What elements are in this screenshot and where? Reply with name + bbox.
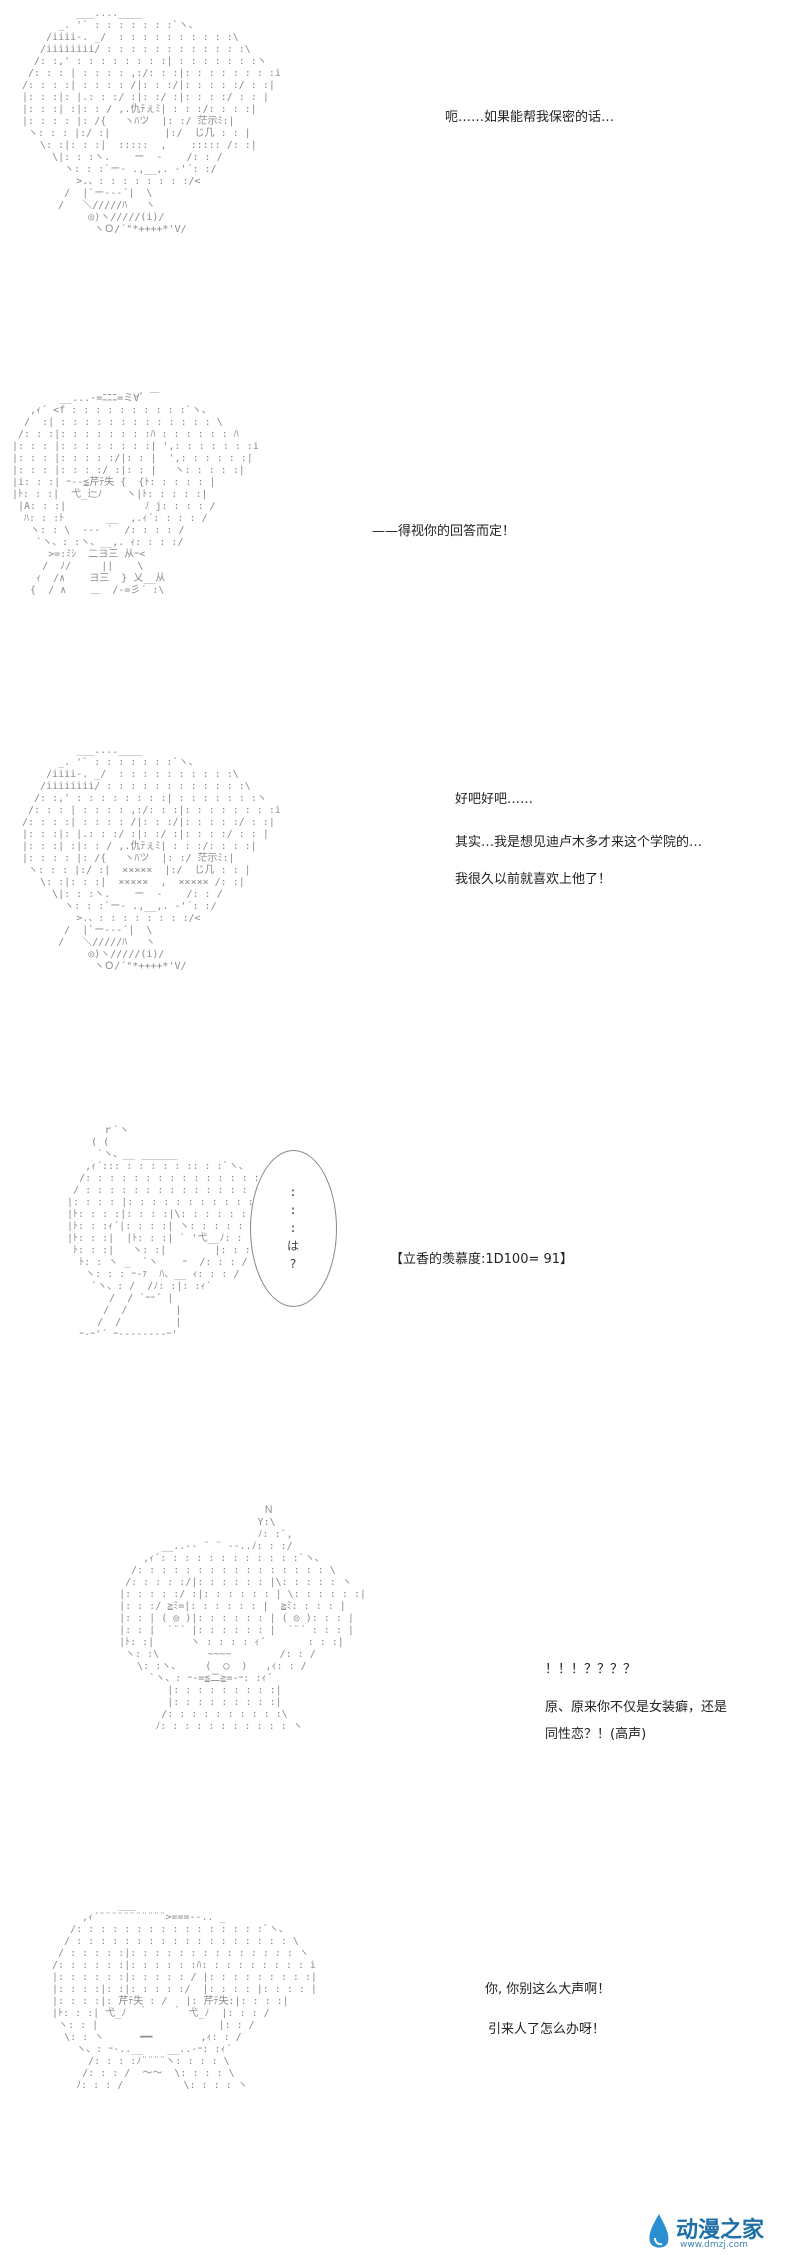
panel-6: ___ ,ｨ´¨¨¨¨¨¨¨¨¨¨¨>===--.. _ /: : : : : … [0, 1880, 800, 2268]
panel-1: ___....____ _. '` : : : : : : :`ヽ、 /iiii… [0, 0, 800, 330]
dialogue-line: 呃……如果能帮我保密的话… [445, 110, 615, 125]
site-watermark: 动漫之家 www.dmzj.com [646, 2208, 786, 2260]
dialogue-line: 引来人了怎么办呀！ [488, 2022, 606, 2037]
character-ascii-art: __...-=ﾆﾆﾆ=ミ∀゛￣ ,ｨ´ <f : : : : : : : : :… [12, 393, 259, 596]
watermark-url: www.dmzj.com [680, 2240, 748, 2250]
watermark-name: 动漫之家 [676, 2218, 765, 2243]
character-ascii-art: ｒ`ヽ ( ( `ヽ、__ ______ ,ｨ´::: : : : : : ::… [67, 1125, 296, 1340]
dialogue-line: 我很久以前就喜欢上他了！ [455, 872, 612, 887]
dialogue-line: 好吧好吧…… [455, 792, 534, 807]
panel-2: __...-=ﾆﾆﾆ=ミ∀゛￣ ,ｨ´ <f : : : : : : : : :… [0, 385, 800, 715]
dialogue-line: 你, 你别这么大声啊！ [485, 1982, 611, 1997]
dialogue-line: 同性恋？！(高声) [545, 1727, 647, 1742]
character-ascii-art: ___ ,ｨ´¨¨¨¨¨¨¨¨¨¨¨>===--.. _ /: : : : : … [52, 1900, 317, 2091]
water-drop-icon [649, 2214, 669, 2248]
dialogue-line: 其实…我是想见迪卢木多才来这个学院的… [455, 835, 703, 850]
dialogue-line: ！！！？？？？ [545, 1662, 637, 1677]
character-ascii-art: ___....____ _. '` : : : : : : :`ヽ、 /iiii… [22, 745, 281, 972]
dialogue-line: 【立香的羡慕度:1D100= 91】 [390, 1252, 574, 1267]
panel-3: ___....____ _. '` : : : : : : :`ヽ、 /iiii… [0, 705, 800, 1075]
speech-bubble-text: : : : は ? [286, 1185, 299, 1271]
character-ascii-art: Ｎ Y:\ ﾉ: :`, __..-‐ ¨ ¨ ‐-..ﾉ: : :/ ,ｨ´:… [119, 1505, 366, 1732]
speech-bubble [250, 1150, 337, 1307]
panel-4: ｒ`ヽ ( ( `ヽ、__ ______ ,ｨ´::: : : : : : ::… [0, 1085, 800, 1475]
character-ascii-art: ___....____ _. '` : : : : : : :`ヽ、 /iiii… [22, 8, 281, 235]
panel-5: Ｎ Y:\ ﾉ: :`, __..-‐ ¨ ¨ ‐-..ﾉ: : :/ ,ｨ´:… [0, 1485, 800, 1865]
dialogue-line: 原、原来你不仅是女装癖，还是 [545, 1700, 728, 1715]
dialogue-line: ——得视你的回答而定！ [372, 524, 516, 539]
